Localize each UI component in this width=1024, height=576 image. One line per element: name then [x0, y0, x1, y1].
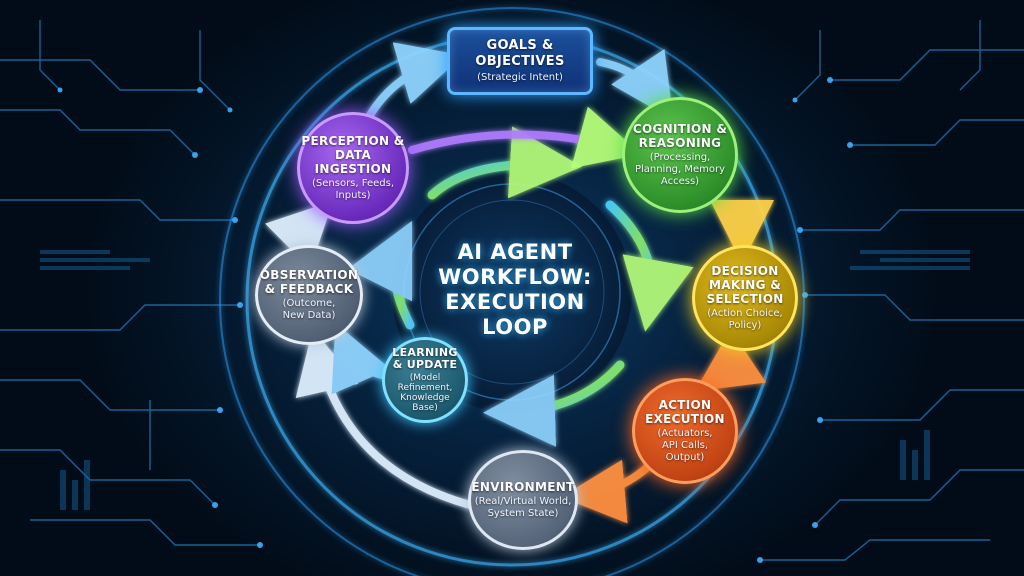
node-subtitle: Policy) [728, 320, 762, 331]
node-subtitle: Inputs) [335, 190, 371, 201]
arrow-goals-to-cognition [596, 48, 674, 120]
node-title: DECISION [711, 264, 779, 278]
diagram-title-line: AI AGENT [457, 240, 573, 264]
circuit-nodes-right [757, 77, 853, 563]
node-subtitle: (Outcome, [282, 298, 336, 309]
node-subtitle: Base) [412, 403, 438, 413]
arrow-environment-to-observation [295, 328, 474, 509]
arrow-learning-to-observation [331, 322, 391, 395]
node-subtitle: Refinement, [397, 383, 453, 393]
node-action-execution: ACTION EXECUTION (Actuators, API Calls, … [632, 378, 738, 484]
inner-loop-arrow-left [347, 220, 415, 330]
node-title: OBJECTIVES [475, 54, 565, 69]
node-title: MAKING & [709, 278, 781, 292]
node-environment: ENVIRONMENT (Real/Virtual World, System … [468, 450, 578, 550]
node-subtitle: Planning, Memory [634, 164, 726, 175]
node-subtitle: API Calls, [661, 440, 709, 451]
node-learning-update: LEARNING & UPDATE (Model Refinement, Kno… [382, 337, 468, 423]
node-title: EXECUTION [645, 412, 725, 426]
node-observation-feedback: OBSERVATION & FEEDBACK (Outcome, New Dat… [255, 245, 363, 345]
arrow-perception-to-cognition [408, 106, 642, 169]
node-subtitle: (Action Choice, [707, 308, 783, 319]
node-title: REASONING [638, 136, 722, 150]
node-goals-objectives: GOALS & OBJECTIVES (Strategic Intent) [447, 27, 593, 95]
node-subtitle: (Sensors, Feeds, [312, 178, 394, 189]
node-title: DATA INGESTION [314, 148, 392, 176]
node-title: LEARNING [392, 346, 458, 359]
diagram-title: AI AGENT WORKFLOW: EXECUTION LOOP [420, 240, 610, 340]
inner-loop-arrow-top [427, 126, 582, 200]
node-title: ACTION [658, 398, 712, 412]
node-perception-ingestion: PERCEPTION & DATA INGESTION (Sensors, Fe… [297, 112, 409, 224]
node-subtitle: Output) [665, 452, 705, 463]
node-subtitle: (Actuators, [657, 428, 713, 439]
node-subtitle: Access) [660, 176, 700, 187]
inner-loop [347, 126, 694, 447]
arrow-decision-to-action [695, 329, 767, 392]
node-title: ENVIRONMENT [471, 480, 575, 494]
node-cognition-reasoning: COGNITION & REASONING (Processing, Plann… [622, 97, 738, 213]
arrow-cognition-to-decision [709, 199, 774, 264]
diagram-title-line: EXECUTION [445, 290, 585, 314]
node-subtitle: Knowledge [400, 393, 450, 403]
node-title: & UPDATE [392, 358, 458, 371]
arrow-observation-to-perception [265, 201, 333, 269]
diagram-title-line: WORKFLOW: [438, 265, 592, 289]
node-subtitle: (Model [409, 373, 441, 383]
diagram-title-line: LOOP [482, 315, 548, 339]
data-blocks [40, 250, 970, 510]
inner-loop-arrow-bottom [483, 360, 625, 447]
outer-cycle [265, 42, 774, 524]
inner-loop-arrow-right [605, 200, 694, 332]
node-subtitle: New Data) [282, 310, 336, 321]
node-subtitle: (Real/Virtual World, [474, 496, 572, 507]
node-decision-making: DECISION MAKING & SELECTION (Action Choi… [692, 245, 798, 351]
node-title: PERCEPTION & [301, 134, 405, 148]
circuit-traces-left [0, 20, 260, 546]
node-title: SELECTION [706, 292, 784, 306]
node-title: & FEEDBACK [264, 282, 354, 296]
node-subtitle: (Processing, [649, 152, 711, 163]
arrow-perception-to-goals [366, 42, 464, 119]
node-title: GOALS & [486, 38, 554, 53]
circuit-nodes-left [57, 87, 263, 548]
node-title: OBSERVATION [259, 268, 359, 282]
node-subtitle: (Strategic Intent) [477, 72, 563, 83]
node-title: COGNITION & [632, 122, 728, 136]
node-subtitle: System State) [487, 508, 559, 519]
outer-ring [219, 7, 805, 576]
circuit-traces-right [760, 20, 1024, 561]
arrow-action-to-environment [561, 459, 654, 524]
